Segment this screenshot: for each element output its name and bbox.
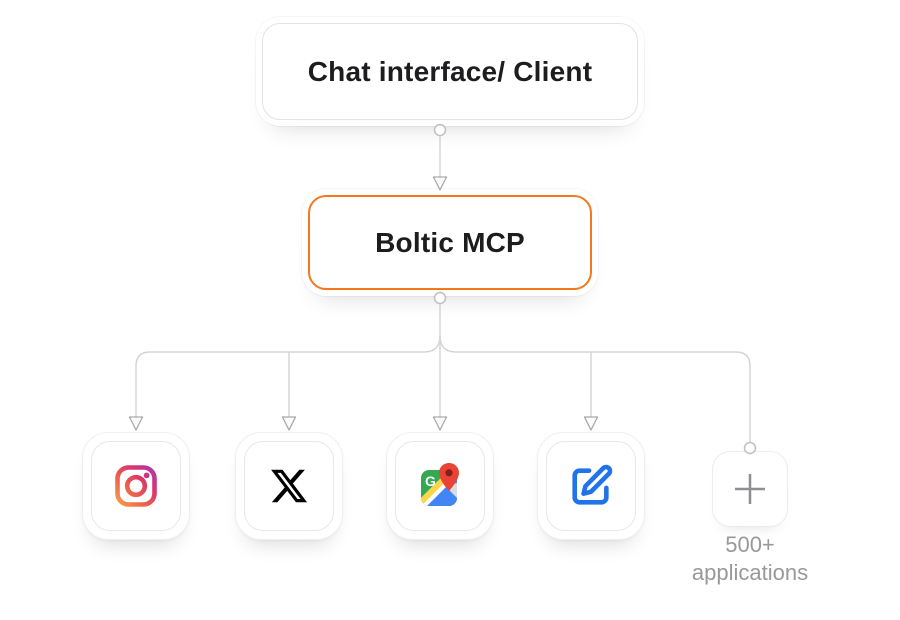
more-apps-caption-line2: applications [691,560,809,585]
app-tile-instagram [82,432,190,540]
instagram-icon [115,465,157,507]
plus-icon [735,474,765,504]
svg-text:G: G [425,473,436,489]
google-maps-icon: G [421,463,459,506]
more-apps-caption-line1: 500+ [725,532,775,557]
node-boltic-mcp-label: Boltic MCP [375,226,525,258]
app-tile-compose-frame [546,441,636,531]
x-icon [271,469,308,503]
connector-branch-left [135,335,441,417]
arrow-down-icon [432,416,448,431]
app-tile-google-maps: G [386,432,494,540]
node-more-apps [712,451,788,527]
connector-branch-right [439,335,751,443]
node-boltic-mcp: Boltic MCP [308,195,592,290]
app-tile-google-maps-frame: G [395,441,485,531]
edit-icon [572,464,613,505]
node-chat-client-label: Chat interface/ Client [307,55,593,87]
arrow-down-icon [128,416,144,431]
arrow-down-icon [281,416,297,431]
app-tile-x-frame [244,441,334,531]
connector-node [433,123,447,137]
arrow-down-icon [583,416,599,431]
app-tile-instagram-frame [91,441,181,531]
connector-node [433,291,447,305]
more-apps-caption: 500+ applications [670,531,830,587]
node-chat-client: Chat interface/ Client [262,23,638,120]
app-tile-x [235,432,343,540]
app-tile-compose [537,432,645,540]
arrow-down-icon [432,176,448,191]
